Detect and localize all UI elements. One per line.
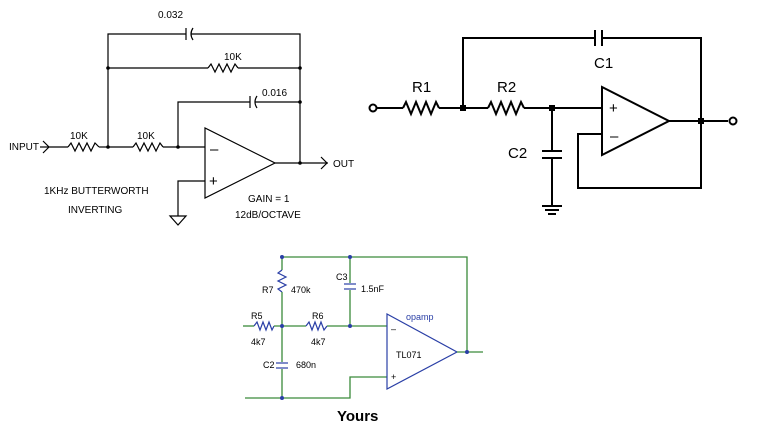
junction-dot [298, 66, 302, 70]
junction-dot [298, 100, 302, 104]
label-c2: C2 [508, 145, 527, 162]
resistor-r6 [305, 320, 328, 332]
input-arrow-icon [40, 140, 50, 154]
junction-dot [280, 396, 284, 400]
label-r6-name: R6 [312, 311, 324, 321]
label-r5-name: R5 [251, 311, 263, 321]
label-c1: C1 [594, 55, 613, 72]
wire [462, 37, 594, 108]
opamp-left [204, 127, 277, 199]
output-arrow-icon [320, 156, 328, 170]
label-output: OUT [333, 159, 354, 170]
left-circuit: – + 0.032 10K 0.016 10K 10K INPUT OUT 1K… [9, 10, 354, 226]
wire [245, 376, 387, 399]
label-c3-value: 1.5nF [361, 284, 385, 294]
label-r7-name: R7 [262, 285, 274, 295]
resistor-r5 [253, 320, 275, 332]
label-c3-name: C3 [336, 272, 348, 282]
desc-line-1: 1KHz BUTTERWORTH [44, 186, 149, 197]
opamp-plus-sign: + [391, 372, 396, 382]
label-r5-value: 4k7 [251, 337, 266, 347]
label-cap-mid: 0.016 [262, 88, 287, 99]
opamp-plus-sign: + [609, 100, 618, 117]
ground-icon [168, 215, 188, 226]
label-r7-value: 470k [291, 285, 311, 295]
junction-dot [280, 255, 284, 259]
wire [177, 101, 250, 147]
label-c2-value: 680n [296, 360, 316, 370]
capacitor-c1 [594, 30, 603, 46]
opamp-bottom [386, 312, 459, 390]
resistor-input-1 [67, 141, 100, 153]
label-res-in1: 10K [70, 131, 88, 142]
opamp-right [601, 85, 672, 157]
junction-dot [298, 161, 302, 165]
resistor-r7 [276, 269, 288, 293]
opamp-minus-sign: – [391, 324, 396, 334]
label-opamp: opamp [406, 312, 434, 322]
capacitor-c2 [542, 150, 562, 159]
bottom-circuit: – + R7 470k C3 1.5nF R5 4k7 R6 4k7 C2 68… [243, 255, 483, 425]
label-r1: R1 [412, 79, 431, 96]
junction-dot [280, 324, 284, 328]
junction-dot [348, 255, 352, 259]
capacitor-c2-bottom [276, 362, 288, 369]
label-input: INPUT [9, 142, 39, 153]
resistor-r1 [402, 99, 440, 117]
output-terminal [728, 116, 738, 126]
junction-dot [348, 324, 352, 328]
resistor-feedback [207, 62, 239, 74]
label-opamp-part: TL071 [396, 350, 422, 360]
wire [603, 37, 702, 121]
opamp-plus-sign: + [209, 173, 218, 190]
wire [282, 256, 468, 352]
label-slope: 12dB/OCTAVE [235, 210, 301, 221]
label-res-in2: 10K [137, 131, 155, 142]
label-r2: R2 [497, 79, 516, 96]
label-cap-top: 0.032 [158, 10, 183, 21]
ground-icon [542, 205, 562, 215]
opamp-minus-sign: – [210, 141, 219, 158]
resistor-r2 [487, 99, 525, 117]
junction-dot [106, 66, 110, 70]
wire [107, 33, 186, 147]
junction-dot [465, 350, 469, 354]
capacitor-c3 [344, 283, 356, 290]
label-r6-value: 4k7 [311, 337, 326, 347]
wire [191, 33, 301, 163]
label-gain: GAIN = 1 [248, 194, 290, 205]
caption-yours: Yours [337, 408, 378, 425]
right-circuit: + – R1 R2 C1 C2 [368, 30, 738, 215]
label-res-top: 10K [224, 52, 242, 63]
desc-line-2: INVERTING [68, 205, 122, 216]
label-c2-name: C2 [263, 360, 275, 370]
wire [577, 121, 702, 189]
opamp-minus-sign: – [610, 128, 619, 145]
resistor-input-2 [132, 141, 164, 153]
wire [177, 180, 205, 216]
input-terminal [368, 103, 378, 113]
